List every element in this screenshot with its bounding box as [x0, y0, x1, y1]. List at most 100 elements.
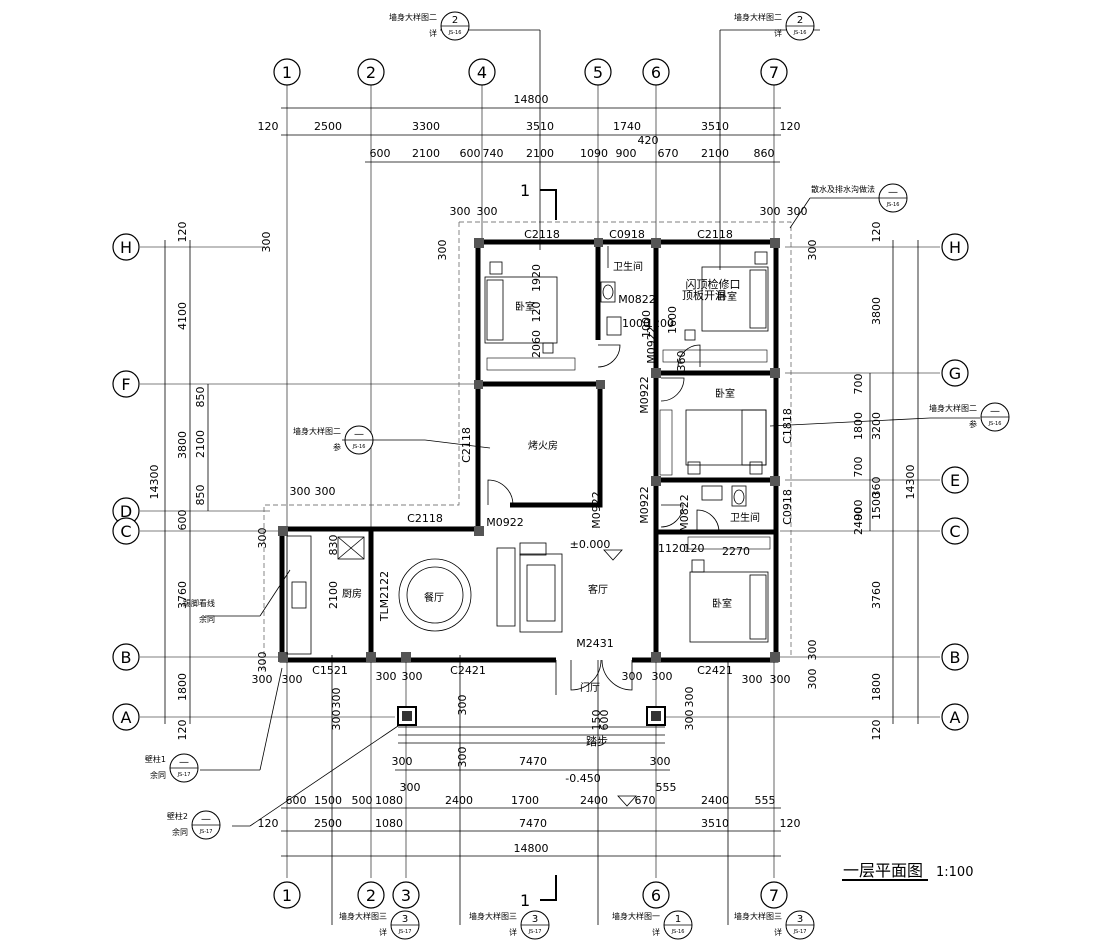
- dimension-text-vertical: 900: [852, 500, 865, 521]
- opening-label-vertical: C0918: [781, 489, 794, 525]
- axis-label: 5: [593, 63, 603, 82]
- callout-sub: 详: [774, 28, 782, 38]
- drawing-title: 一层平面图: [843, 861, 923, 880]
- dimension-text: 300: [282, 673, 303, 686]
- callout-number: —: [888, 187, 898, 198]
- axis-label: E: [950, 471, 960, 490]
- axis-label: 1: [282, 63, 292, 82]
- callout-sheet-ref: JS-16: [886, 202, 900, 208]
- dimension-text: 300: [450, 205, 471, 218]
- opening-label: C0918: [609, 228, 645, 241]
- room-name: 卧室: [717, 290, 737, 303]
- dimension-text: 120: [780, 120, 801, 133]
- axis-bubble: [584, 58, 612, 86]
- dimension-text-vertical: 850: [194, 485, 207, 506]
- axis-bubble: [112, 370, 140, 398]
- callout-number: 2: [797, 15, 803, 26]
- dimension-text-vertical: 3760: [870, 581, 883, 609]
- dimension-text-vertical: 3200: [870, 412, 883, 440]
- dimension-text-vertical: 14300: [904, 465, 917, 500]
- callout-sheet-ref: JS-16: [352, 444, 366, 450]
- dimension-text: -0.450: [565, 772, 600, 785]
- axis-bubble: [941, 517, 969, 545]
- dimension-text: 2100: [412, 147, 440, 160]
- dimension-text: 1080: [375, 794, 403, 807]
- callout-sub: 余同: [172, 827, 188, 837]
- axis-bubble: [642, 58, 670, 86]
- callout-sheet-ref: JS-17: [793, 929, 807, 935]
- drawing-scale: 1:100: [936, 865, 973, 880]
- callout-title: 散水及排水沟做法: [811, 184, 875, 194]
- dimension-text-vertical: 600: [598, 710, 611, 731]
- axis-bubble: [941, 643, 969, 671]
- dimension-text-vertical: 300: [256, 652, 269, 673]
- dimension-text-vertical: 360: [870, 477, 883, 498]
- callout-number: —: [201, 814, 211, 825]
- axis-bubble: [112, 643, 140, 671]
- dimension-text: 420: [638, 134, 659, 147]
- dimension-text-vertical: 300: [806, 240, 819, 261]
- dimension-text-vertical: 300: [806, 669, 819, 690]
- dimension-text: 300: [477, 205, 498, 218]
- dimension-text-vertical: 300: [260, 232, 273, 253]
- axis-label: H: [120, 238, 132, 257]
- dimension-text: 600: [286, 794, 307, 807]
- dimension-text-vertical: 3800: [176, 431, 189, 459]
- dimension-text: 600: [370, 147, 391, 160]
- axis-bubble: [112, 517, 140, 545]
- dimension-text-vertical: 1500: [870, 492, 883, 520]
- callout-title: 墙身大样图二: [293, 426, 341, 436]
- callout-number: 3: [797, 914, 803, 925]
- dimension-text-vertical: 2100: [194, 430, 207, 458]
- opening-label: C2421: [697, 664, 733, 677]
- axis-bubble: [642, 881, 670, 909]
- dimension-text: 120: [780, 817, 801, 830]
- axis-label: 1: [282, 886, 292, 905]
- dimension-text: 860: [754, 147, 775, 160]
- callout-title: 墙身大样图二: [929, 403, 977, 413]
- dimension-text: 300: [770, 673, 791, 686]
- opening-label: M0922: [590, 491, 603, 529]
- axis-label: 6: [651, 63, 661, 82]
- axis-label: 6: [651, 886, 661, 905]
- callout-title: 墙身大样图一: [612, 911, 660, 921]
- dimension-text: 555: [755, 794, 776, 807]
- opening-label: TLM2122: [378, 571, 391, 622]
- axis-label: 2: [366, 886, 376, 905]
- dimension-text: 3300: [412, 120, 440, 133]
- callout-number: 1: [675, 914, 681, 925]
- opening-label: 顶板开洞: [682, 288, 726, 302]
- axis-bubble: [273, 881, 301, 909]
- axis-label: F: [121, 375, 130, 394]
- dimension-text-vertical: 300: [456, 747, 469, 768]
- callout-sub: 详: [652, 927, 660, 937]
- opening-label-vertical: M0922: [638, 486, 651, 524]
- dimension-text-vertical: 300: [683, 710, 696, 731]
- dimension-text: 2500: [314, 120, 342, 133]
- callout-sheet-ref: JS-17: [398, 929, 412, 935]
- axis-label: 7: [769, 63, 779, 82]
- dimension-text-vertical: 830: [327, 535, 340, 556]
- callout-sub: 详: [509, 927, 517, 937]
- dimension-text-vertical: 3800: [870, 297, 883, 325]
- dimension-text: 2270: [722, 545, 750, 558]
- dimension-text: 2100: [701, 147, 729, 160]
- opening-label-vertical: C1818: [781, 408, 794, 444]
- dimension-text-vertical: 120: [530, 302, 543, 323]
- room-name: 卫生间: [730, 511, 760, 524]
- callout-sheet-ref: JS-17: [528, 929, 542, 935]
- dimension-text: 300: [652, 670, 673, 683]
- callout-title: 壁柱1: [145, 754, 166, 764]
- axis-bubble: [392, 881, 420, 909]
- callout-sub: 详: [429, 28, 437, 38]
- room-name: 烤火房: [528, 439, 558, 452]
- axis-label: B: [121, 648, 132, 667]
- axis-bubble: [112, 703, 140, 731]
- dimension-text-vertical: 2100: [327, 581, 340, 609]
- callout-title: 墙身大样图三: [734, 911, 782, 921]
- callout-number: —: [990, 406, 1000, 417]
- dimension-text-vertical: 600: [176, 510, 189, 531]
- opening-label: M0922: [486, 516, 524, 529]
